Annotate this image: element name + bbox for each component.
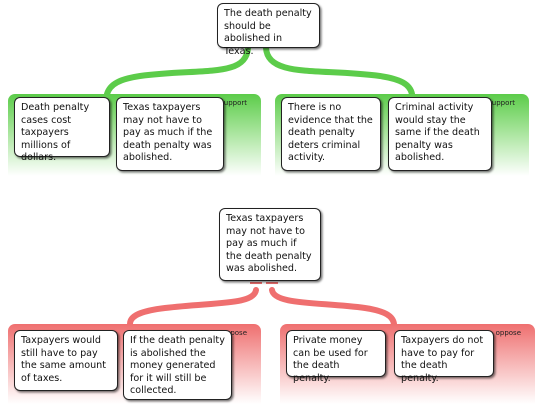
premise-text-taxpayers: Texas taxpayers may not have to pay as m…: [123, 102, 213, 164]
group-label-oppose-left: oppose: [221, 329, 247, 337]
objection-text-same-taxes: Taxpayers would still have to pay the sa…: [21, 335, 106, 384]
claim-text-main: The death penalty should be abolished in…: [224, 8, 312, 57]
premise-text-cost: Death penalty cases cost taxpayers milli…: [21, 102, 90, 164]
premise-node-cost[interactable]: Death penalty cases cost taxpayers milli…: [14, 97, 110, 163]
premise-node-taxpayers[interactable]: Texas taxpayers may not have to pay as m…: [116, 97, 224, 171]
premise-text-no-evidence: There is no evidence that the death pena…: [288, 102, 373, 164]
premise-node-no-evidence[interactable]: There is no evidence that the death pena…: [281, 97, 381, 171]
objection-node-not-pay[interactable]: Taxpayers do not have to pay for the dea…: [394, 330, 494, 384]
objection-text-not-pay: Taxpayers do not have to pay for the dea…: [401, 335, 484, 384]
claim-node-taxpayers[interactable]: Texas taxpayers may not have to pay as m…: [219, 208, 321, 281]
objection-text-private-money: Private money can be used for the death …: [293, 335, 368, 384]
group-label-oppose-right: oppose: [495, 329, 521, 337]
objection-text-money-collected: If the death penalty is abolished the mo…: [130, 335, 225, 397]
group-label-support-left: support: [220, 99, 247, 107]
objection-node-money-collected[interactable]: If the death penalty is abolished the mo…: [123, 330, 232, 400]
premise-text-criminal-activity: Criminal activity would stay the same if…: [395, 102, 480, 164]
objection-node-same-taxes[interactable]: Taxpayers would still have to pay the sa…: [14, 330, 118, 391]
premise-node-criminal-activity[interactable]: Criminal activity would stay the same if…: [388, 97, 492, 171]
oppose-connector-right: [269, 287, 397, 327]
claim-node-main[interactable]: The death penalty should be abolished in…: [217, 3, 320, 57]
support-connector-right: [263, 45, 415, 97]
group-label-support-right: support: [488, 99, 515, 107]
oppose-connector-left: [127, 287, 259, 327]
objection-node-private-money[interactable]: Private money can be used for the death …: [286, 330, 386, 384]
claim-text-taxpayers: Texas taxpayers may not have to pay as m…: [226, 213, 312, 275]
